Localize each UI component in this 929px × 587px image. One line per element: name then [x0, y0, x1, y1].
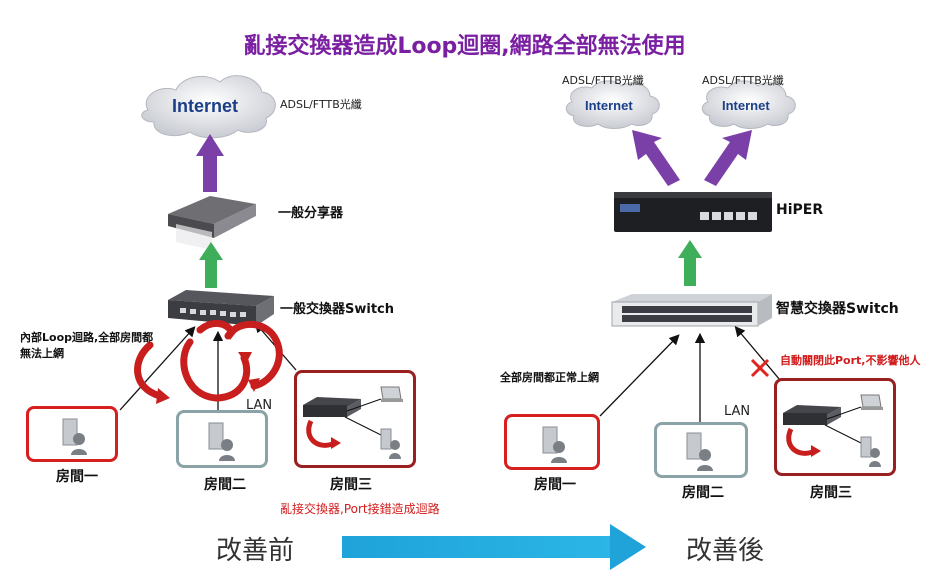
after-caption: 改善後: [686, 536, 765, 566]
room-three-label-left: 房間三: [330, 477, 372, 493]
internet-cloud-left: [141, 75, 276, 139]
router-icon: [168, 196, 256, 250]
green-arrow-right: [678, 240, 702, 286]
uplink-arrow-left: [196, 134, 224, 192]
loop-note: 內部Loop迴路,全部房間都無法上網: [20, 331, 154, 360]
hiper-router-icon: [614, 192, 772, 232]
room-three-box-right: [774, 378, 896, 476]
adsl-label-right-1: ADSL/FTTB光纖: [562, 74, 644, 87]
room-one-box-right: [504, 414, 600, 470]
smart-switch-icon: [611, 294, 772, 327]
pc-user-icon: [62, 418, 87, 455]
blocked-port-x-icon: [750, 358, 770, 378]
room-three-box-left: [294, 370, 416, 468]
room-one-box-left: [26, 406, 118, 462]
pc-user-icon: [208, 422, 235, 461]
hiper-label: HiPER: [776, 202, 824, 218]
lan-label-left: LAN: [246, 398, 273, 413]
room-three-label-right: 房間三: [810, 485, 852, 501]
mini-switch-loop-graphic: [783, 394, 883, 467]
switch-label-left: 一般交換器Switch: [280, 302, 395, 317]
internet-label-right-1: Internet: [585, 98, 633, 113]
adsl-label-left: ADSL/FTTB光纖: [280, 98, 362, 111]
mini-switch-loop-graphic: [303, 386, 403, 459]
room-two-label-right: 房間二: [682, 485, 724, 501]
loop-arrows-left: [134, 320, 283, 402]
internet-cloud-right-2: [701, 80, 796, 129]
room-two-box-left: [176, 410, 268, 468]
connection-lines-right: [599, 326, 781, 422]
router-label: 一般分享器: [278, 206, 344, 221]
switch-icon-left: [168, 290, 274, 326]
room-one-label-left: 房間一: [56, 469, 98, 485]
green-arrow-left: [199, 242, 223, 288]
normal-note: 全部房間都正常上網: [500, 371, 599, 384]
internet-label-left: Internet: [172, 96, 239, 116]
smart-switch-label: 智慧交換器Switch: [776, 301, 899, 317]
internet-label-right-2: Internet: [722, 98, 770, 113]
lan-label-right: LAN: [724, 404, 751, 419]
pc-user-icon: [686, 432, 713, 471]
wrong-port-warning: 亂接交換器,Port接錯造成迴路: [280, 502, 440, 516]
adsl-label-right-2: ADSL/FTTB光纖: [702, 74, 784, 87]
room-one-label-right: 房間一: [534, 477, 576, 493]
room-two-box-right: [654, 422, 748, 478]
room-two-label-left: 房間二: [204, 477, 246, 493]
pc-user-icon: [542, 426, 567, 463]
diagram-title: 亂接交換器造成Loop迴圈,網路全部無法使用: [243, 34, 686, 59]
before-caption: 改善前: [216, 536, 295, 566]
uplink-arrows-right: [632, 130, 752, 186]
auto-close-note: 自動關閉此Port,不影響他人: [780, 354, 921, 367]
loop-arrowheads-left: [156, 328, 260, 404]
improvement-arrow: [342, 524, 646, 570]
internet-cloud-right-1: [565, 80, 660, 129]
